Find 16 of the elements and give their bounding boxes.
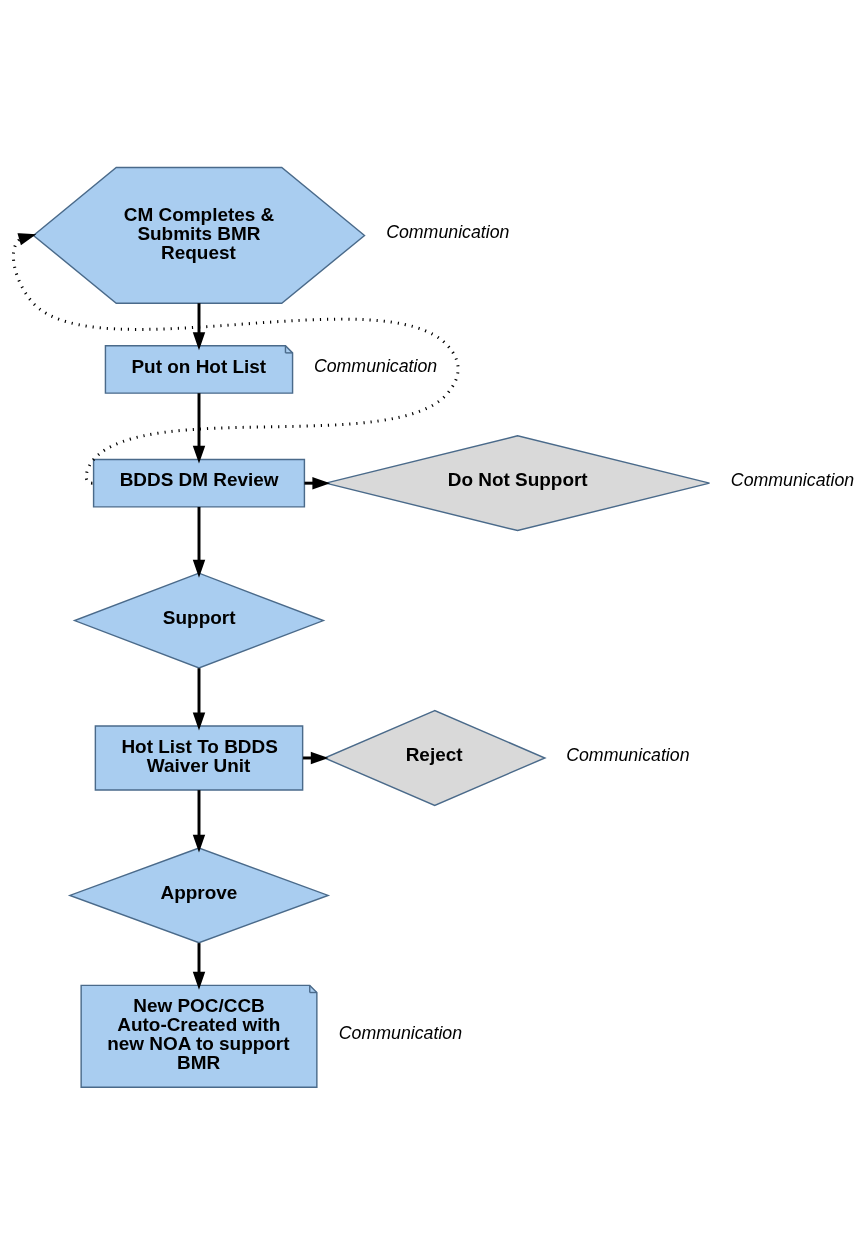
node-diamond: Support	[72, 572, 326, 669]
arrow	[192, 393, 206, 464]
node-label: Communication	[566, 744, 690, 765]
node-label: Communication	[313, 356, 438, 377]
node-label: Communication	[730, 470, 855, 491]
arrow	[192, 506, 206, 578]
arrow	[192, 790, 206, 853]
node-label: Communication	[338, 1023, 463, 1044]
node-diamond: Do Not Support	[325, 435, 711, 532]
arrow	[192, 943, 206, 990]
node-box: Hot List To BDDS Waiver Unit	[94, 725, 304, 791]
arrow	[192, 668, 206, 731]
node-diamond: Approve	[67, 847, 331, 944]
arrow	[192, 303, 206, 351]
node-box: BDDS DM Review	[92, 458, 306, 508]
node-label: Communication	[386, 222, 510, 243]
